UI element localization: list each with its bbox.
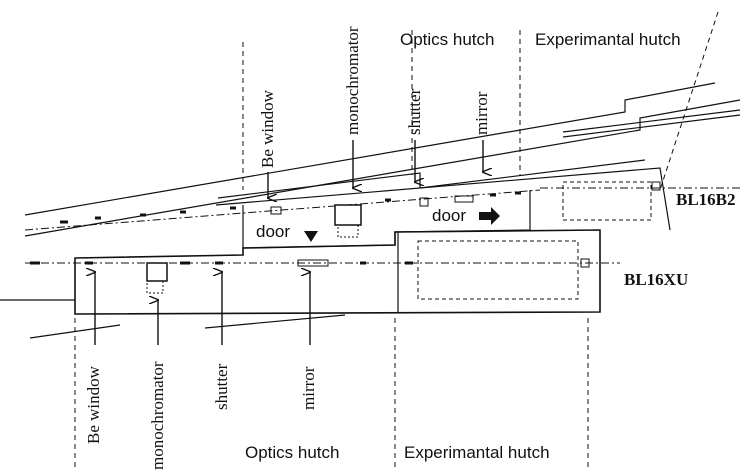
lower-experimental-hutch-label: Experimantal hutch bbox=[404, 443, 550, 462]
door-right-label: door bbox=[432, 206, 467, 225]
lower-hutch-outline bbox=[74, 229, 601, 315]
upper-mirror-label: mirror bbox=[472, 91, 491, 135]
upper-outer-wall bbox=[24, 82, 716, 216]
lower-exp-enclosure bbox=[417, 240, 579, 300]
upper-monochromator-device bbox=[334, 204, 362, 226]
lower-mirror-label: mirror bbox=[299, 366, 318, 410]
bl16b2-label: BL16B2 bbox=[676, 190, 736, 209]
lower-detector bbox=[580, 258, 590, 268]
upper-top-line bbox=[562, 114, 741, 138]
upper-hutch-wall bbox=[215, 167, 671, 231]
upper-beam-components bbox=[60, 191, 521, 224]
upper-monochromator-base bbox=[337, 224, 359, 238]
upper-exp-enclosure bbox=[562, 181, 652, 221]
hutch-boundary-lines bbox=[74, 11, 719, 468]
lower-mirror-device bbox=[297, 259, 329, 267]
lower-shutter-label: shutter bbox=[212, 363, 231, 410]
upper-boundary-4 bbox=[659, 11, 719, 191]
upper-mirror-device bbox=[454, 195, 474, 203]
upper-shutter-label: shutter bbox=[405, 88, 424, 135]
upper-inner-wall bbox=[24, 99, 741, 237]
upper-beam bbox=[24, 181, 740, 238]
upper-top-line-2 bbox=[562, 109, 741, 133]
door-arrow-right bbox=[479, 207, 500, 225]
lower-be-window-label: Be window bbox=[84, 366, 103, 444]
lower-monochromator-device bbox=[146, 262, 168, 282]
upper-experimental-hutch-label: Experimantal hutch bbox=[535, 30, 681, 49]
upper-detector bbox=[651, 181, 661, 191]
lower-monochromator-base bbox=[146, 280, 164, 294]
upper-shutter-device bbox=[419, 197, 429, 207]
lower-arrows bbox=[95, 272, 310, 345]
upper-optics-hutch-label: Optics hutch bbox=[400, 30, 495, 49]
upper-be-window-label: Be window bbox=[258, 90, 277, 168]
lower-entry-line-3 bbox=[204, 314, 346, 329]
door-left-label: door bbox=[256, 222, 291, 241]
upper-monochromator-label: monochromator bbox=[343, 26, 362, 135]
lower-monochromator-label: monochromator bbox=[148, 361, 167, 470]
upper-window-device bbox=[270, 206, 282, 215]
lower-optics-hutch-label: Optics hutch bbox=[245, 443, 340, 462]
lower-shield-walls bbox=[0, 229, 620, 339]
bl16xu-label: BL16XU bbox=[624, 270, 689, 289]
upper-shield-walls bbox=[24, 82, 741, 249]
door-arrow-down bbox=[304, 231, 318, 242]
lower-entry-line-2 bbox=[29, 324, 121, 339]
upper-beam-axis bbox=[24, 189, 541, 231]
upper-arrows bbox=[268, 140, 483, 198]
